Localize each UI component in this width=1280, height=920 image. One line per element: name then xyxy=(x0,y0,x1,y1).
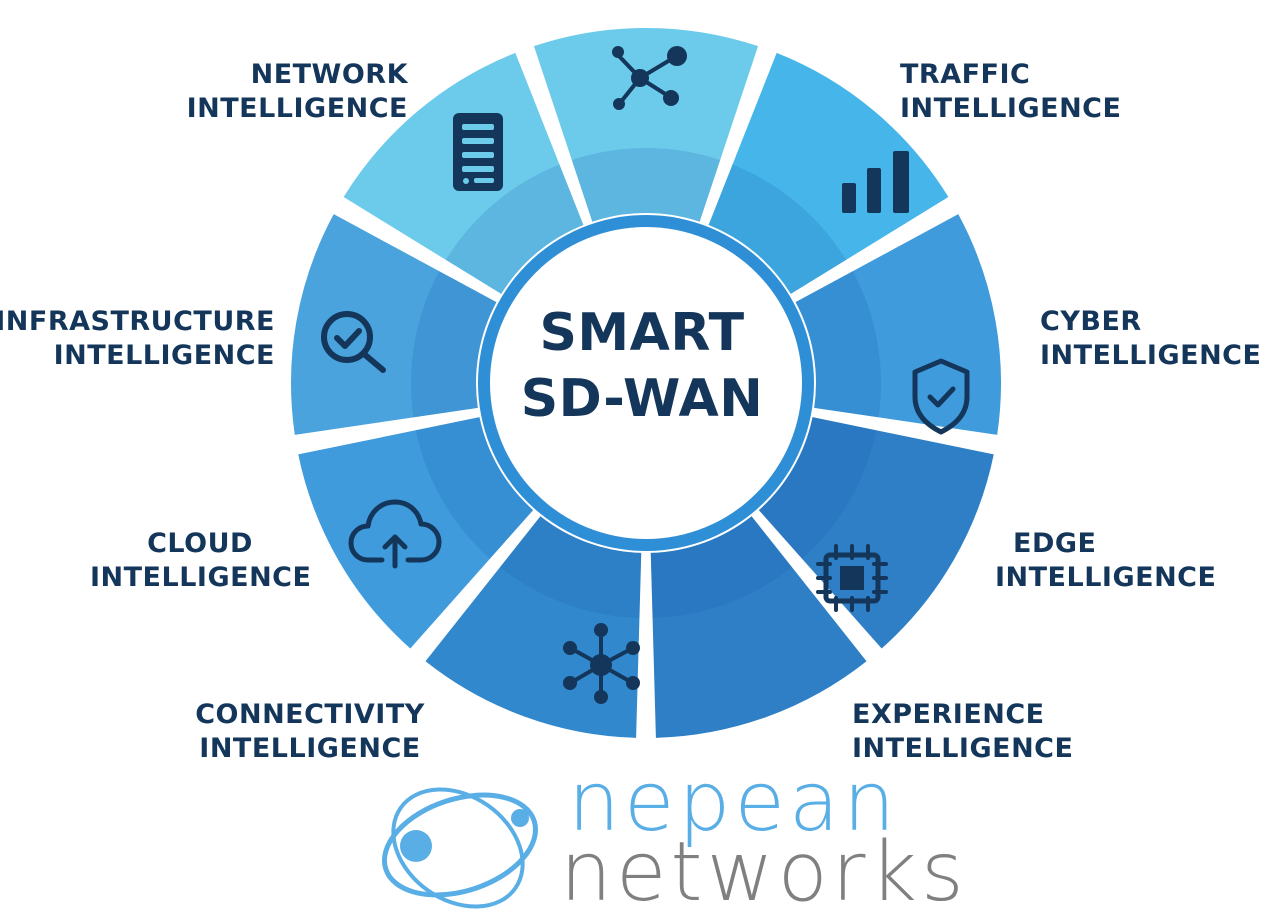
label-traffic-intelligence: TRAFFIC INTELLIGENCE xyxy=(900,58,1122,126)
wheel-segment-inner-band xyxy=(650,516,792,618)
wheel-segment-traffic xyxy=(708,52,949,294)
wheel-segment-connectivity xyxy=(425,516,642,738)
wheel-segment-inner-band xyxy=(708,164,847,294)
wheel-segment-edge xyxy=(758,417,994,649)
chip-icon xyxy=(816,544,888,612)
wheel-segment-inner-band xyxy=(571,147,721,222)
hub-title: SMART SD-WAN xyxy=(492,300,792,432)
label-cloud-intelligence: CLOUD INTELLIGENCE xyxy=(90,527,312,595)
label-edge-intelligence: EDGE INTELLIGENCE xyxy=(995,527,1217,595)
label-line: INTELLIGENCE xyxy=(1040,340,1262,371)
label-infrastructure-intelligence: INFRASTRUCTURE INTELLIGENCE xyxy=(0,305,275,373)
wheel-segment-inner-band xyxy=(500,516,642,618)
hub-title-line1: SMART xyxy=(539,303,745,363)
wheel-segment-inner-band xyxy=(415,417,534,559)
label-line: INTELLIGENCE xyxy=(53,340,275,371)
wheel-segment-inner-band xyxy=(445,164,584,294)
wheel-segment-experience xyxy=(650,516,867,738)
wheel-segment-infrastructure xyxy=(291,214,497,435)
wheel-segment-inner-band xyxy=(411,271,497,418)
label-experience-intelligence: EXPERIENCE INTELLIGENCE xyxy=(852,698,1082,766)
label-line: CLOUD xyxy=(147,528,253,559)
label-line: INTELLIGENCE xyxy=(199,733,421,764)
label-line: EXPERIENCE xyxy=(852,699,1045,730)
label-line: INTELLIGENCE xyxy=(186,93,408,124)
wheel-segment-inner-band xyxy=(758,417,877,559)
bar-chart-icon xyxy=(842,151,909,213)
label-line: INTELLIGENCE xyxy=(900,93,1122,124)
label-connectivity-intelligence: CONNECTIVITY INTELLIGENCE xyxy=(190,698,430,766)
wheel-segment-top xyxy=(533,28,759,222)
label-line: TRAFFIC xyxy=(900,59,1031,90)
label-line: INFRASTRUCTURE xyxy=(0,306,275,337)
hub-center xyxy=(490,227,802,539)
label-cyber-intelligence: CYBER INTELLIGENCE xyxy=(1040,305,1262,373)
wheel-segment-cloud xyxy=(298,417,534,649)
wheel-segment-inner-band xyxy=(795,271,881,418)
search-check-icon xyxy=(321,311,386,373)
label-line: INTELLIGENCE xyxy=(90,562,312,593)
label-line: INTELLIGENCE xyxy=(852,733,1074,764)
hub-circle xyxy=(478,215,814,551)
label-line: CYBER xyxy=(1040,306,1142,337)
label-network-intelligence: NETWORK INTELLIGENCE xyxy=(187,58,408,126)
label-line: INTELLIGENCE xyxy=(995,562,1217,593)
shield-check-icon xyxy=(912,358,970,435)
brand-wordmark: nepean networks xyxy=(560,755,968,920)
hub-title-line2: SD-WAN xyxy=(520,369,764,429)
nepean-logo-mark xyxy=(381,787,539,909)
brand-word-networks: networks xyxy=(560,825,968,920)
network-nodes-icon xyxy=(612,46,687,110)
wheel-segments xyxy=(291,28,1001,738)
cloud-upload-icon xyxy=(348,499,442,569)
label-line: CONNECTIVITY xyxy=(195,699,425,730)
label-line: EDGE xyxy=(1013,528,1097,559)
wheel-segment-cyber xyxy=(795,214,1001,435)
server-icon xyxy=(453,113,503,191)
hub-nodes-icon xyxy=(563,623,640,704)
label-line: NETWORK xyxy=(250,59,408,90)
brand-word-nepean: nepean xyxy=(568,755,900,850)
